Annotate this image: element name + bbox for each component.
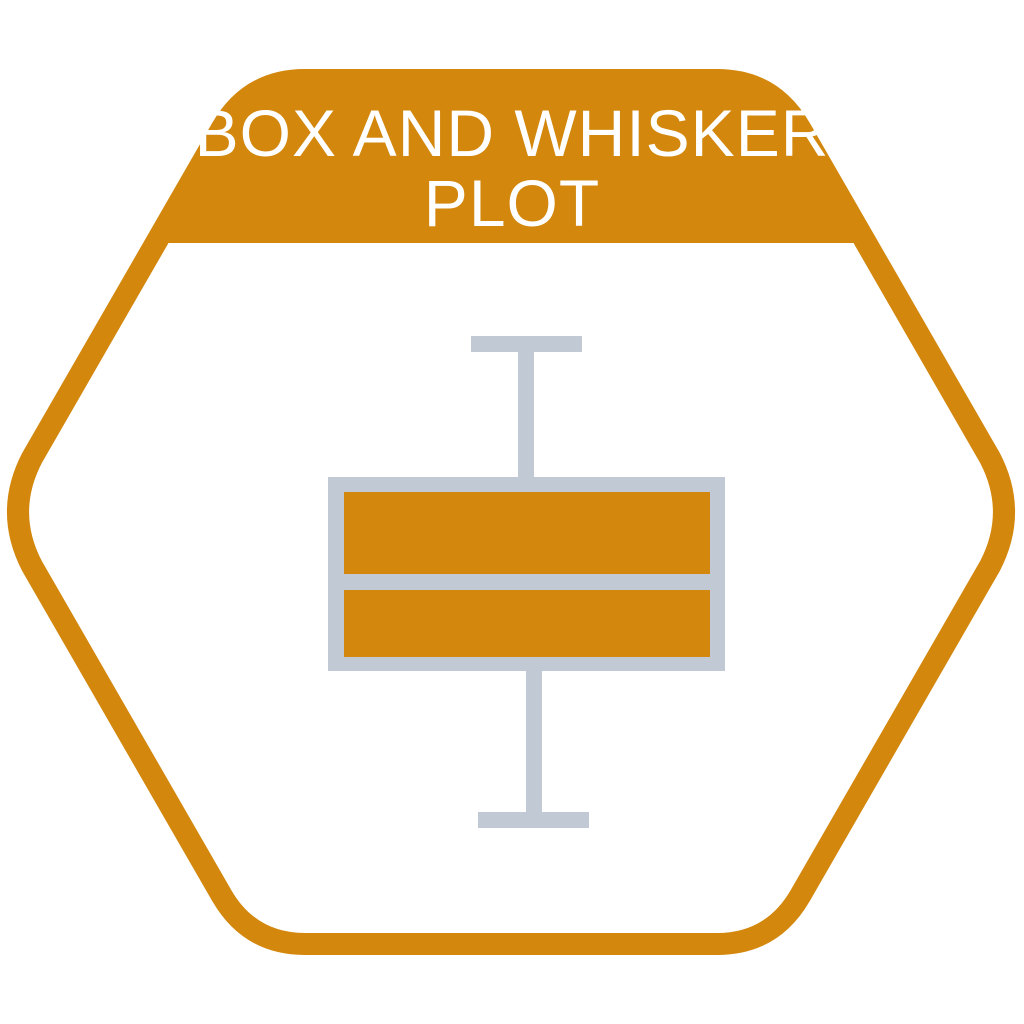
- lower-whisker-cap: [478, 812, 589, 828]
- upper-whisker-cap: [471, 336, 582, 352]
- box-and-whisker-plot-icon: [328, 336, 725, 828]
- lower-quartile-fill: [344, 590, 710, 657]
- hexagon-border: [7, 69, 1015, 955]
- badge-title-line-2: PLOT: [424, 166, 600, 240]
- upper-quartile-fill: [344, 492, 710, 574]
- lower-whisker-line: [526, 670, 542, 816]
- upper-whisker-line: [518, 350, 534, 480]
- badge-title-line-1: BOX AND WHISKER: [195, 96, 830, 170]
